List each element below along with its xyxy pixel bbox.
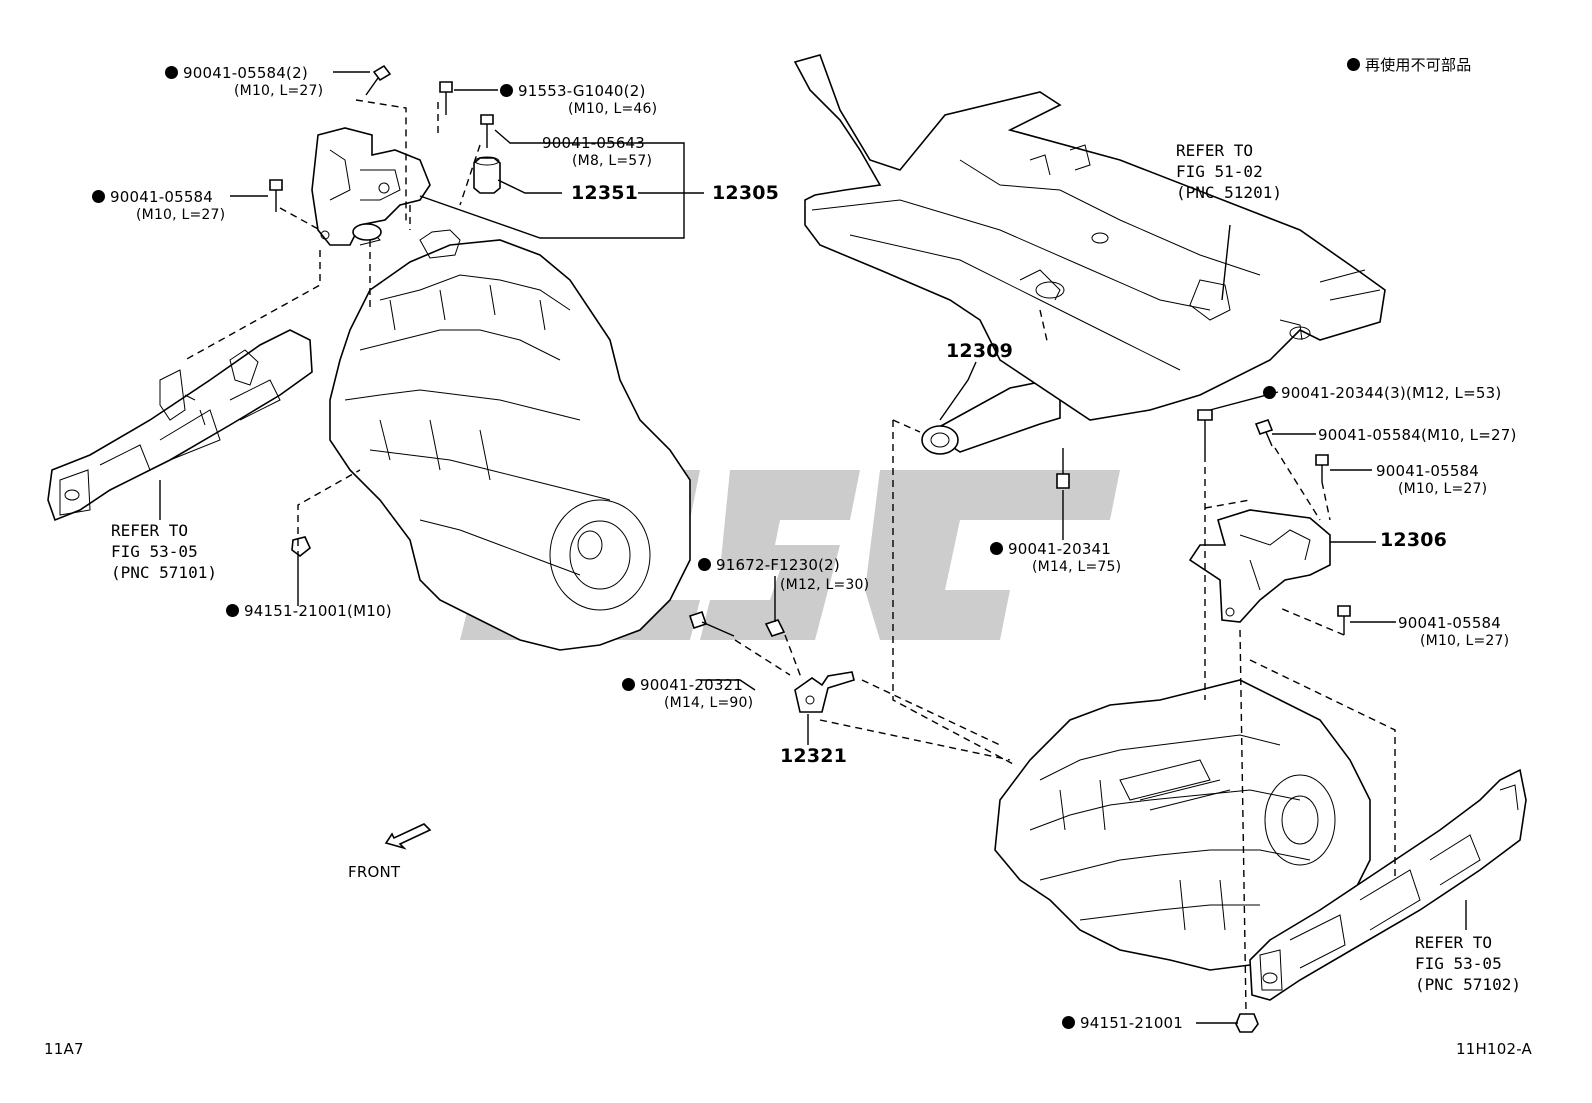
label-90041-05643: 90041-05643: [542, 134, 646, 152]
corner-code-left: 11A7: [44, 1040, 84, 1058]
label-90041-20341: 90041-20341: [990, 540, 1111, 558]
label-90041-05584-d: 90041-05584: [1398, 614, 1502, 632]
spec-90041-05584-c: (M10, L=27): [1398, 481, 1488, 497]
spec-90041-05584-d: (M10, L=27): [1420, 633, 1510, 649]
transmission-block-right: [994, 679, 1371, 971]
stopper-12351: [473, 156, 501, 194]
label-91672-f1230: 91672-F1230(2): [698, 556, 840, 574]
side-rail-left: [47, 329, 313, 522]
bracket-12321: [794, 671, 855, 713]
spec-90041-05643: (M8, L=57): [572, 153, 653, 169]
label-90041-20344: 90041-20344(3)(M12, L=53): [1263, 384, 1501, 402]
engine-block-left: [329, 229, 691, 651]
part-number-12306: 12306: [1380, 529, 1448, 551]
corner-code-right: 11H102-A: [1456, 1040, 1532, 1058]
side-rail-right: [1249, 768, 1527, 1001]
leader-lines: [159, 71, 1467, 1024]
bolt-icons: [269, 64, 1351, 1033]
label-90041-05584-a: 90041-05584: [92, 188, 213, 206]
label-90041-05584-2: 90041-05584(2): [165, 64, 308, 82]
front-label: FRONT: [348, 863, 401, 881]
spec-90041-20321: (M14, L=90): [664, 695, 754, 711]
part-number-12305: 12305: [712, 182, 780, 204]
label-94151-21001: 94151-21001: [1062, 1014, 1183, 1032]
reuse-legend: 再使用不可部品: [1347, 56, 1471, 74]
assembly-dash-lines: [184, 99, 1396, 1013]
front-arrow-icon: [384, 823, 432, 850]
part-number-12309: 12309: [946, 340, 1014, 362]
part-number-12321: 12321: [780, 745, 848, 767]
label-94151-21001-m10: 94151-21001(M10): [226, 602, 392, 620]
spec-91672-f1230: (M12, L=30): [780, 577, 870, 593]
subframe-crossmember: [793, 54, 1386, 421]
label-90041-05584-c: 90041-05584: [1376, 462, 1480, 480]
spec-91553-g1040: (M10, L=46): [568, 101, 658, 117]
engine-mount-12305: [311, 127, 431, 246]
spec-90041-05584-2: (M10, L=27): [234, 83, 324, 99]
label-91553-g1040: 91553-G1040(2): [500, 82, 646, 100]
spec-90041-20341: (M14, L=75): [1032, 559, 1122, 575]
label-90041-20321: 90041-20321: [622, 676, 743, 694]
transmission-mount-12306: [1188, 509, 1331, 623]
label-90041-05584-b: 90041-05584(M10, L=27): [1318, 426, 1517, 444]
part-number-12351: 12351: [571, 182, 639, 204]
spec-90041-05584-a: (M10, L=27): [136, 207, 226, 223]
